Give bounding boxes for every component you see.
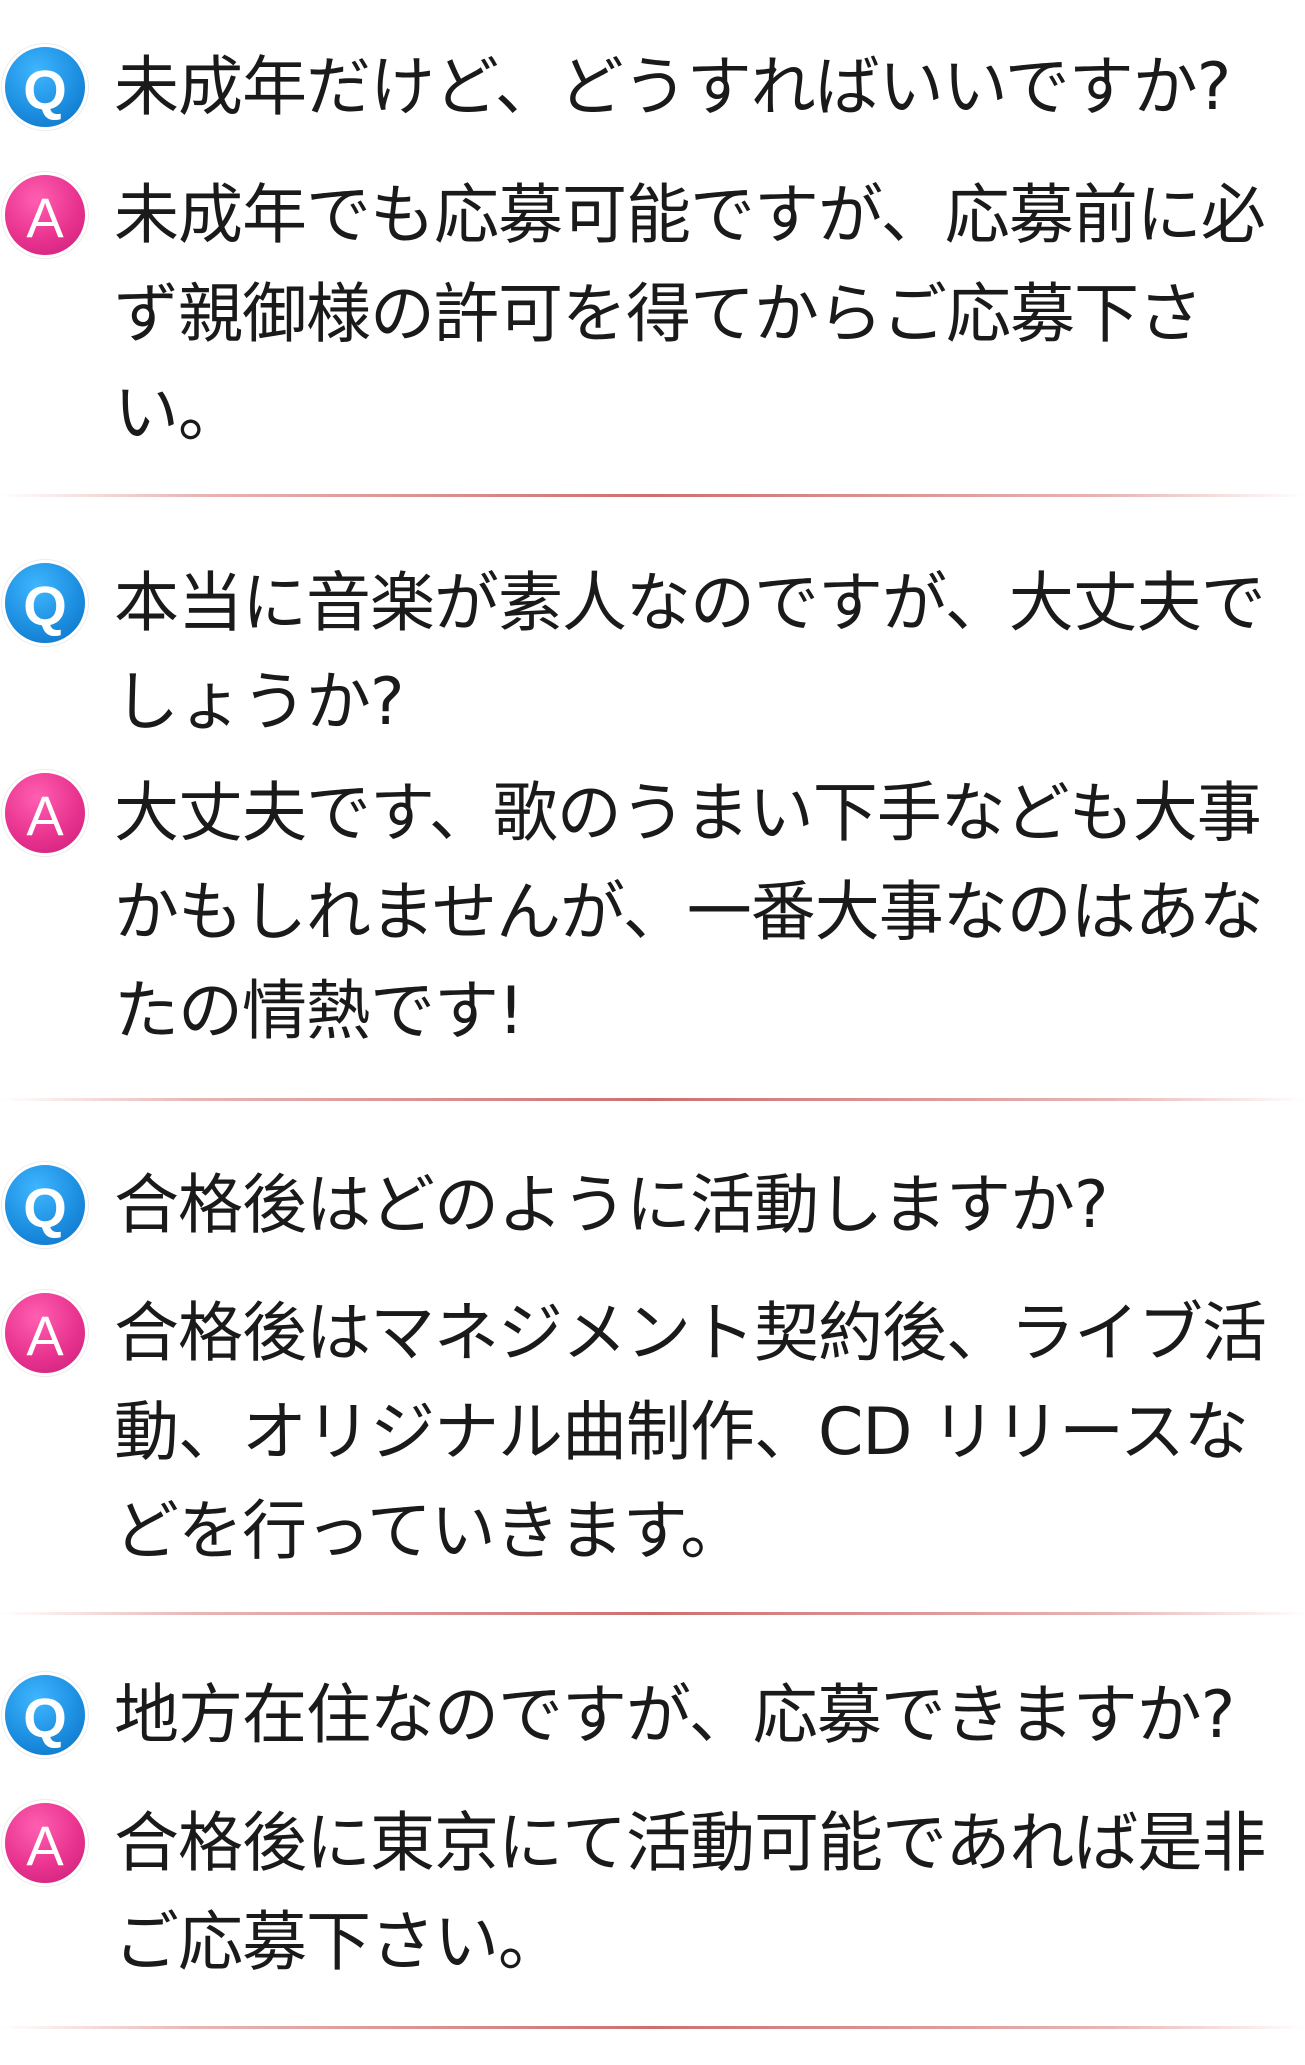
question-badge-icon: Q xyxy=(2,1162,88,1248)
question-badge-icon: Q xyxy=(2,560,88,646)
question-text: 合格後はどのように活動しますか? xyxy=(114,1168,1109,1243)
divider xyxy=(0,494,1305,497)
answer-text: 大丈夫です、歌のうまい下手なども大事かもしれませんが、一番大事なのはあなたの情熱… xyxy=(114,776,1264,1049)
answer-badge-icon: A xyxy=(2,1290,88,1376)
answer-text: 合格後はマネジメント契約後、ライブ活動、オリジナル曲制作、CD リリースなどを行… xyxy=(114,1296,1267,1569)
answer-badge-icon: A xyxy=(2,172,88,258)
answer-text: 未成年でも応募可能ですが、応募前に必ず親御様の許可を得てからご応募下さい。 xyxy=(114,178,1266,451)
answer-badge-icon: A xyxy=(2,770,88,856)
divider xyxy=(0,2026,1305,2029)
question-text: 地方在住なのですが、応募できますか? xyxy=(114,1678,1235,1753)
answer-text: 合格後に東京にて活動可能であれば是非ご応募下さい。 xyxy=(114,1806,1266,1980)
question-text: 本当に音楽が素人なのですが、大丈夫でしょうか? xyxy=(114,566,1266,740)
answer-badge-icon: A xyxy=(2,1800,88,1886)
question-badge-icon: Q xyxy=(2,44,88,130)
question-badge-icon: Q xyxy=(2,1672,88,1758)
divider xyxy=(0,1612,1305,1615)
question-text: 未成年だけど、どうすればいいですか? xyxy=(114,50,1231,125)
divider xyxy=(0,1098,1305,1101)
